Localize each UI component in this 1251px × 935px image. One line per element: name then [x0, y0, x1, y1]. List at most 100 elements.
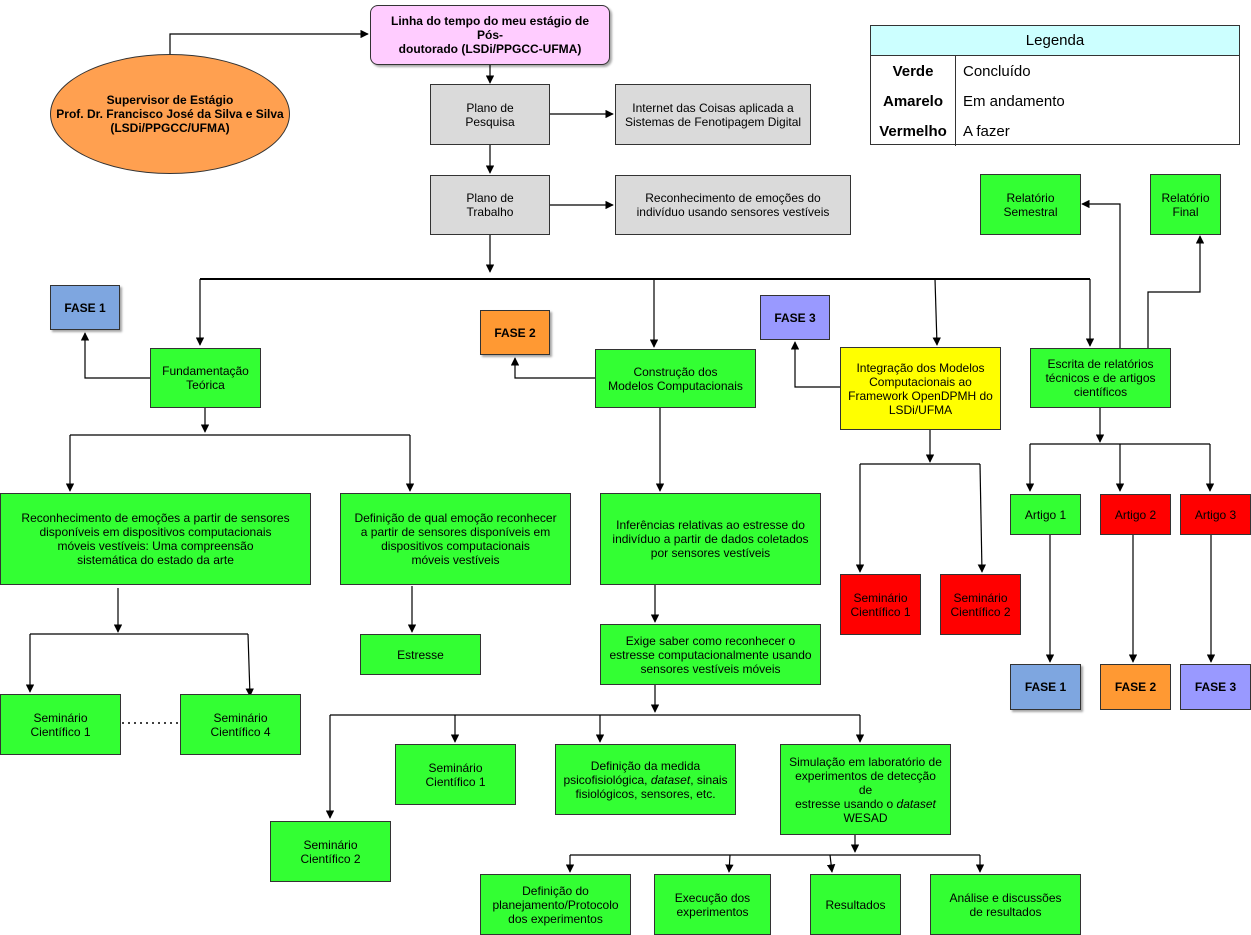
seminario-label: Seminário	[428, 760, 483, 775]
escrita-line3: científicos	[1073, 385, 1128, 399]
seminario-label: Seminário	[853, 590, 908, 605]
definicao-emocao-box: Definição de qual emoção reconhecer a pa…	[340, 493, 571, 585]
fase1-bottom-label: FASE 1	[1010, 664, 1081, 710]
medida-line2: psicofisiológica, dataset, sinais	[563, 773, 727, 787]
exige-line2: estresse computacionalmente usando	[609, 647, 812, 662]
planejamento-line1: Definição do	[522, 883, 589, 898]
seminario-number: Científico 1	[425, 774, 486, 789]
exige-line1: Exige saber como reconhecer o	[625, 633, 796, 648]
simulacao-line3: estresse usando o dataset	[795, 797, 936, 811]
fase2-label: FASE 2	[480, 310, 550, 355]
medida-line3: fisiológicos, sensores, etc.	[575, 786, 716, 801]
timeline-title-box: Linha do tempo do meu estágio de Pós- do…	[370, 5, 610, 65]
seminario-number: Científico 2	[300, 851, 361, 866]
tema-pesquisa-line2: Sistemas de Fenotipagem Digital	[624, 114, 802, 129]
medida-box: Definição da medida psicofisiológica, da…	[555, 744, 736, 815]
revisao-line1: Reconhecimento de emoções a partir de se…	[21, 511, 290, 525]
resultados-box: Resultados	[810, 874, 901, 935]
relatorio-final-line2: Final	[1172, 204, 1199, 219]
plano-pesquisa-box: Plano de Pesquisa	[430, 84, 550, 145]
plano-trabalho-line1: Plano de	[466, 191, 514, 205]
integracao-line1: Integração dos Modelos	[856, 360, 985, 375]
execucao-box: Execução dos experimentos	[654, 874, 771, 935]
exige-box: Exige saber como reconhecer o estresse c…	[600, 624, 821, 685]
seminario-number: Científico 1	[30, 724, 91, 739]
inferencias-box: Inferências relativas ao estresse do ind…	[600, 493, 821, 585]
medida-line2a: psicofisiológica,	[563, 772, 651, 787]
legend-key: Amarelo	[871, 86, 956, 116]
seminario-c1-fase2-box: Seminário Científico 1	[395, 744, 516, 805]
legend-title: Legenda	[871, 26, 1239, 56]
seminario-label: Seminário	[303, 837, 358, 852]
seminario-label: Seminário	[213, 710, 268, 725]
inferencias-line2: indivíduo a partir de dados coletados	[612, 532, 809, 546]
legend-table: Legenda Verde Concluído Amarelo Em andam…	[870, 25, 1240, 146]
analise-line1: Análise e discussões	[949, 890, 1062, 905]
supervisor-line2: Prof. Dr. Francisco José da Silva e Silv…	[56, 107, 284, 121]
planejamento-box: Definição do planejamento/Protocolo dos …	[480, 874, 631, 935]
analise-line2: de resultados	[969, 904, 1042, 919]
seminario-number: Científico 1	[850, 604, 911, 619]
inferencias-line1: Inferências relativas ao estresse do	[616, 518, 805, 532]
simulacao-line3b: dataset	[896, 796, 936, 811]
seminario-label: Seminário	[953, 590, 1008, 605]
revisao-line4: sistemática do estado da arte	[77, 553, 234, 567]
legend-value: A fazer	[963, 122, 1010, 140]
definicao-emocao-line1: Definição de qual emoção reconhecer	[354, 511, 557, 525]
integracao-box: Integração dos Modelos Computacionais ao…	[840, 347, 1001, 430]
artigo1-box: Artigo 1	[1010, 494, 1081, 535]
exige-line3: sensores vestíveis móveis	[640, 661, 781, 676]
relatorio-semestral-line1: Relatório	[1006, 190, 1055, 205]
legend-key: Verde	[871, 56, 956, 86]
construcao-line2: Modelos Computacionais	[608, 378, 743, 393]
seminario-c1-fase1-box: Seminário Científico 1	[0, 694, 121, 755]
tema-pesquisa-line1: Internet das Coisas aplicada a	[632, 100, 794, 115]
tema-pesquisa-box: Internet das Coisas aplicada a Sistemas …	[615, 84, 811, 145]
seminario-number: Científico 4	[210, 724, 271, 739]
tema-trabalho-line1: Reconhecimento de emoções do	[645, 191, 821, 205]
legend-value: Em andamento	[963, 92, 1065, 110]
seminario-number: Científico 2	[950, 604, 1011, 619]
timeline-title-line2: doutorado (LSDi/PPGCC-UFMA)	[398, 42, 582, 56]
seminario-label: Seminário	[33, 710, 88, 725]
artigo3-box: Artigo 3	[1180, 494, 1251, 535]
escrita-line1: Escrita de relatórios	[1047, 357, 1154, 371]
construcao-line1: Construção dos	[633, 364, 718, 379]
tema-trabalho-line2: indivíduo usando sensores vestíveis	[636, 205, 830, 219]
escrita-line2: técnicos e de artigos	[1045, 371, 1156, 385]
tema-trabalho-box: Reconhecimento de emoções do indivíduo u…	[615, 175, 851, 235]
supervisor-line3: (LSDi/PPGCC/UFMA)	[110, 121, 230, 135]
plano-trabalho-box: Plano de Trabalho	[430, 175, 550, 235]
revisao-box: Reconhecimento de emoções a partir de se…	[0, 493, 311, 585]
supervisor-line1: Supervisor de Estágio	[106, 93, 234, 107]
execucao-line1: Execução dos	[674, 890, 751, 905]
relatorio-final-box: Relatório Final	[1150, 174, 1221, 235]
legend-row-verde: Verde Concluído	[871, 56, 1239, 86]
fase3-label: FASE 3	[760, 295, 830, 340]
integracao-line3: Framework OpenDPMH do	[848, 388, 993, 403]
artigo2-box: Artigo 2	[1100, 494, 1171, 535]
simulacao-line2: experimentos de detecção de	[795, 768, 936, 797]
escrita-box: Escrita de relatórios técnicos e de arti…	[1030, 348, 1171, 408]
integracao-line2: Computacionais ao	[869, 374, 972, 389]
simulacao-line1: Simulação em laboratório de	[789, 754, 942, 769]
fundamentacao-line2: Teórica	[186, 378, 225, 392]
simulacao-box: Simulação em laboratório de experimentos…	[780, 744, 951, 835]
medida-line2c: , sinais	[690, 772, 728, 787]
plano-pesquisa-line2: Pesquisa	[465, 114, 515, 129]
legend-row-vermelho: Vermelho A fazer	[871, 116, 1239, 146]
plano-pesquisa-line1: Plano de	[466, 100, 514, 115]
revisao-line3: móveis vestíveis: Uma compreensão	[57, 539, 254, 553]
construcao-box: Construção dos Modelos Computacionais	[595, 349, 756, 408]
simulacao-line3a: estresse usando o	[795, 796, 897, 811]
fundamentacao-line1: Fundamentação	[162, 364, 249, 378]
definicao-emocao-line3: dispositivos computacionais	[381, 539, 530, 553]
medida-line2b: dataset	[650, 772, 691, 787]
relatorio-semestral-line2: Semestral	[1003, 204, 1058, 219]
definicao-emocao-line2: a partir de sensores disponíveis em	[360, 525, 551, 539]
planejamento-line3: dos experimentos	[508, 911, 603, 926]
seminario-c2-fase3-box: Seminário Científico 2	[940, 574, 1021, 635]
fase2-bottom-label: FASE 2	[1100, 664, 1171, 710]
fundamentacao-box: Fundamentação Teórica	[150, 348, 261, 408]
